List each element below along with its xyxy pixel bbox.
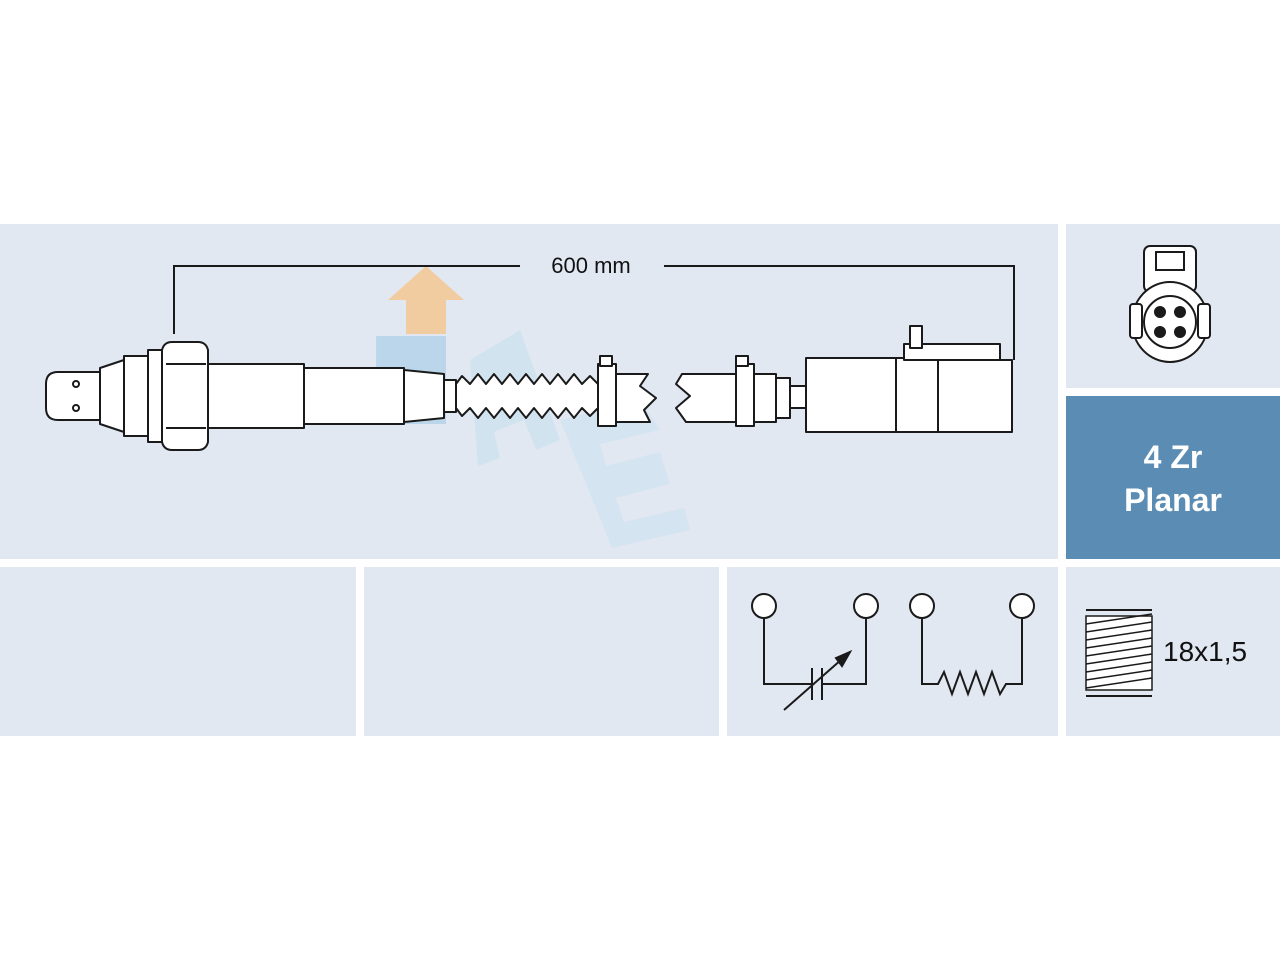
- resistor-heater-icon: [909, 593, 1035, 697]
- sensor-type-line1: 4 Zr: [1143, 439, 1203, 475]
- sensor-type-line2: Planar: [1124, 482, 1222, 518]
- sensor-type-label: 4 Zr Planar: [1066, 436, 1280, 522]
- length-dimension-line: [173, 265, 1015, 360]
- four-pin-connector-icon: [1129, 245, 1211, 363]
- thread-icon: [1085, 609, 1153, 697]
- wiring-symbol-panel: [727, 567, 1058, 736]
- length-label: 600 mm: [520, 250, 662, 282]
- lambda-sensor-drawing: [45, 325, 1013, 451]
- sensor-type-panel: [1066, 396, 1280, 559]
- thread-size-label: 18x1,5: [1163, 636, 1248, 667]
- empty-info-panel-1: [0, 567, 356, 736]
- variable-resistor-icon: [751, 593, 879, 711]
- empty-info-panel-2: [364, 567, 719, 736]
